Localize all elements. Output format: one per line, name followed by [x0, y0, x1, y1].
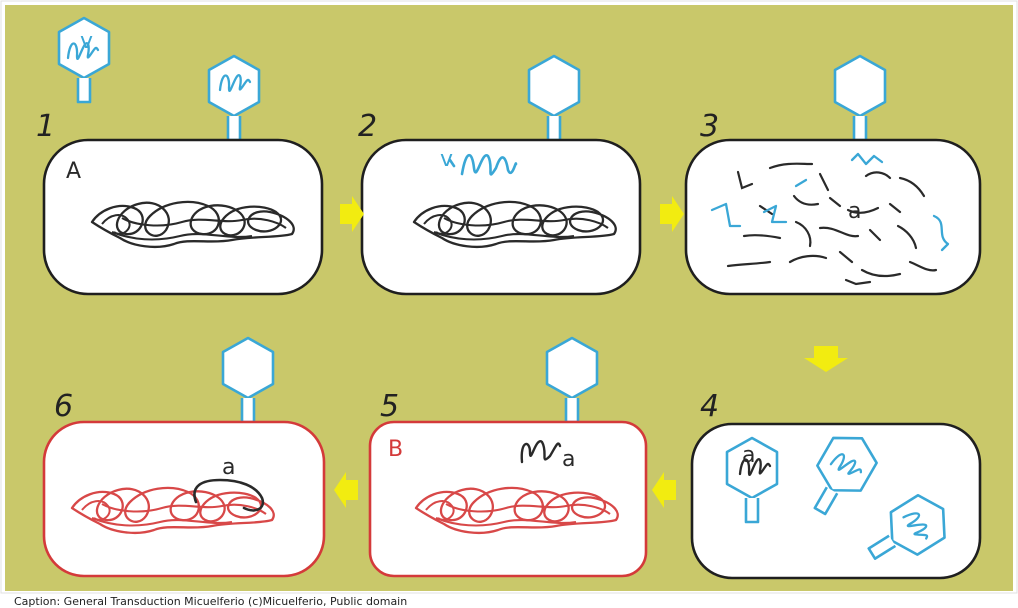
free-phage-label: v [80, 29, 93, 54]
fragment-label-a-6: a [222, 455, 235, 480]
step-number-1: 1 [36, 109, 55, 144]
cell-label-A: A [66, 159, 81, 184]
step-number-5: 5 [380, 389, 399, 424]
step-number-2: 2 [358, 109, 377, 144]
injected-dna-label: v [440, 147, 453, 172]
figure-caption: Caption: General Transduction Micuelferi… [14, 596, 407, 608]
fragment-label-a-3: a [848, 199, 861, 224]
infected-cell-2 [362, 140, 640, 294]
step-number-4: 4 [700, 389, 719, 424]
recipient-cell-5 [370, 422, 646, 576]
transduced-cell-6 [44, 422, 324, 576]
fragment-label-a-5: a [562, 447, 575, 472]
step-number-6: 6 [54, 389, 73, 424]
step-number-3: 3 [700, 109, 719, 144]
transducing-phage-label: a [742, 443, 755, 468]
cell-label-B: B [388, 437, 403, 462]
